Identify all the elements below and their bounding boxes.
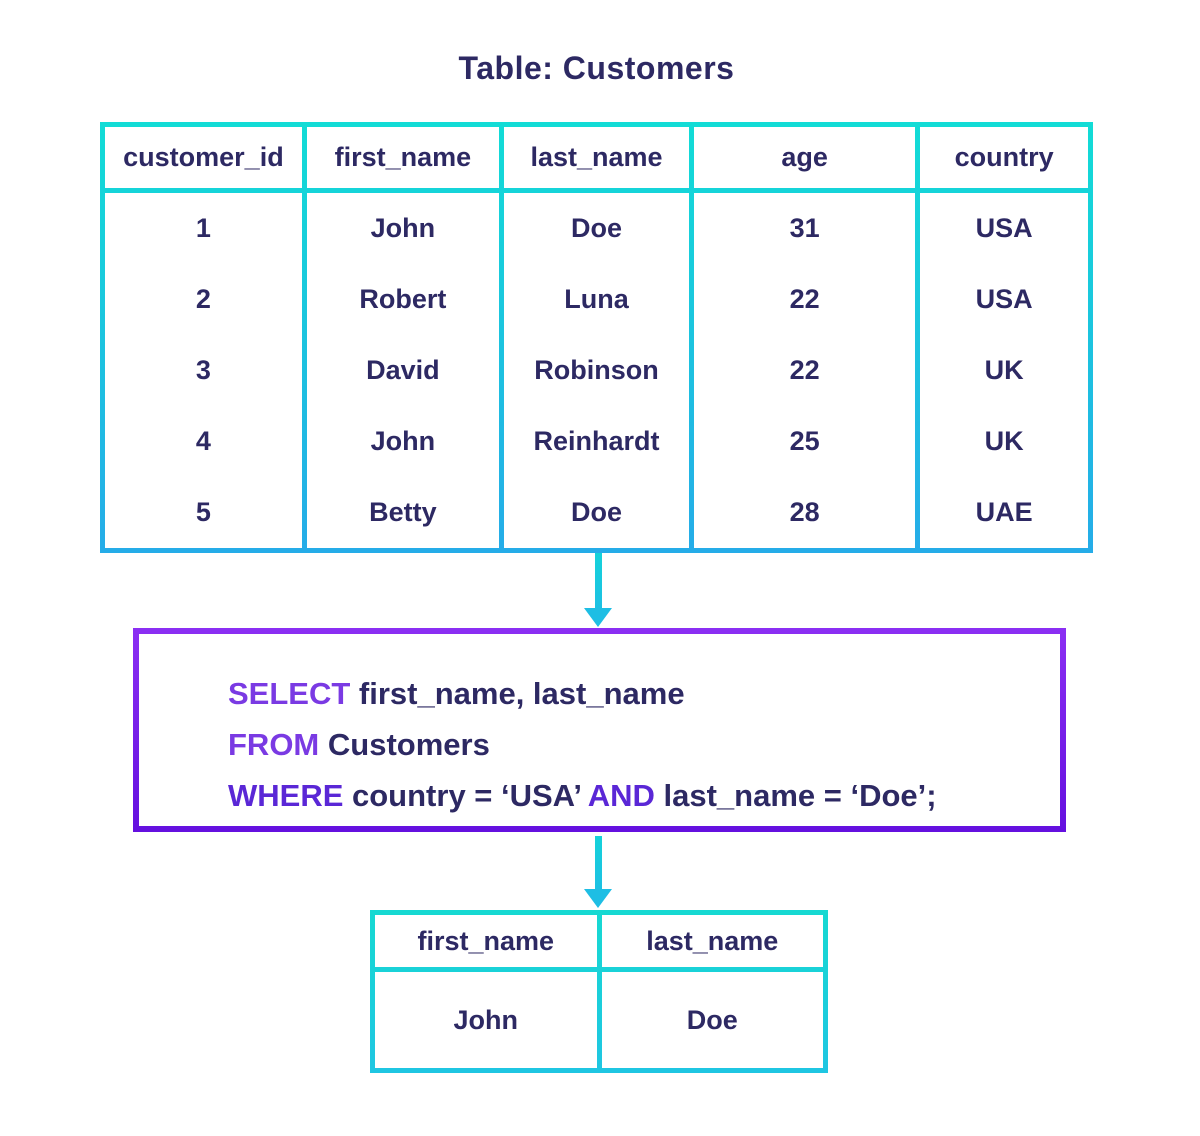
table-cell: 2	[195, 284, 211, 314]
customers-table: customer_id first_name last_name age cou…	[100, 122, 1093, 553]
column-header-age: age	[694, 127, 916, 188]
table-cell: 31	[789, 213, 820, 243]
table-cell: UAE	[975, 497, 1033, 527]
column-header-customer-id: customer_id	[105, 127, 302, 188]
table-cell: USA	[975, 284, 1033, 314]
column-header-last-name: last_name	[503, 127, 690, 188]
table-cell: UK	[984, 355, 1024, 385]
table-cell: John	[370, 213, 436, 243]
table-cell: Doe	[570, 497, 622, 527]
sql-query-text: SELECT first_name, last_name FROM Custom…	[139, 634, 1060, 826]
column-age: 31 22 22 25 28	[694, 193, 916, 548]
sql-select-columns: first_name, last_name	[350, 676, 685, 711]
sql-line-from: FROM Customers	[228, 719, 1060, 770]
column-last-name: Doe Luna Robinson Reinhardt Doe	[503, 193, 690, 548]
table-cell: Reinhardt	[533, 426, 660, 456]
result-table-grid: first_name last_name John Doe	[375, 915, 823, 1068]
table-cell: Doe	[570, 213, 622, 243]
table-cell: USA	[975, 213, 1033, 243]
table-cell: Robert	[359, 284, 447, 314]
sql-where-condition-2: last_name = ‘Doe’;	[654, 778, 937, 813]
table-cell: 1	[195, 213, 211, 243]
result-header-last-name: last_name	[601, 915, 823, 967]
table-cell: 28	[789, 497, 820, 527]
arrow-shaft	[594, 553, 602, 609]
table-cell: David	[366, 355, 440, 385]
table-cell: 4	[195, 426, 211, 456]
result-table: first_name last_name John Doe	[370, 910, 828, 1073]
result-cell-last-name: Doe	[601, 972, 823, 1068]
column-customer-id: 1 2 3 4 5	[105, 193, 302, 548]
sql-keyword-and: AND	[587, 778, 655, 813]
column-country: USA USA UK UK UAE	[920, 193, 1088, 548]
customers-table-grid: customer_id first_name last_name age cou…	[105, 127, 1088, 548]
arrow-head	[584, 889, 612, 908]
result-header-first-name: first_name	[375, 915, 597, 967]
arrow-shaft	[594, 836, 602, 890]
sql-from-table: Customers	[319, 727, 490, 762]
sql-keyword-where: WHERE	[228, 778, 344, 813]
table-cell: 3	[195, 355, 211, 385]
column-header-country: country	[920, 127, 1088, 188]
column-first-name: John Robert David John Betty	[306, 193, 499, 548]
column-header-first-name: first_name	[306, 127, 499, 188]
table-cell: 5	[195, 497, 211, 527]
sql-keyword-select: SELECT	[228, 676, 351, 711]
result-cell-first-name: John	[375, 972, 597, 1068]
table-cell: Robinson	[534, 355, 659, 385]
sql-line-select: SELECT first_name, last_name	[228, 668, 1060, 719]
sql-where-condition-1: country = ‘USA’	[343, 778, 588, 813]
table-cell: Betty	[369, 497, 437, 527]
arrow-down-icon	[584, 553, 612, 627]
sql-query-box: SELECT first_name, last_name FROM Custom…	[133, 628, 1066, 832]
table-cell: John	[370, 426, 436, 456]
table-cell: 25	[789, 426, 820, 456]
arrow-down-icon	[584, 836, 612, 908]
sql-line-where: WHERE country = ‘USA’ AND last_name = ‘D…	[228, 770, 1060, 821]
sql-keyword-from: FROM	[228, 727, 320, 762]
arrow-head	[584, 608, 612, 627]
table-cell: 22	[789, 284, 820, 314]
table-caption: Table: Customers	[458, 50, 735, 86]
table-cell: 22	[789, 355, 820, 385]
table-cell: Luna	[564, 284, 629, 314]
table-cell: UK	[984, 426, 1024, 456]
